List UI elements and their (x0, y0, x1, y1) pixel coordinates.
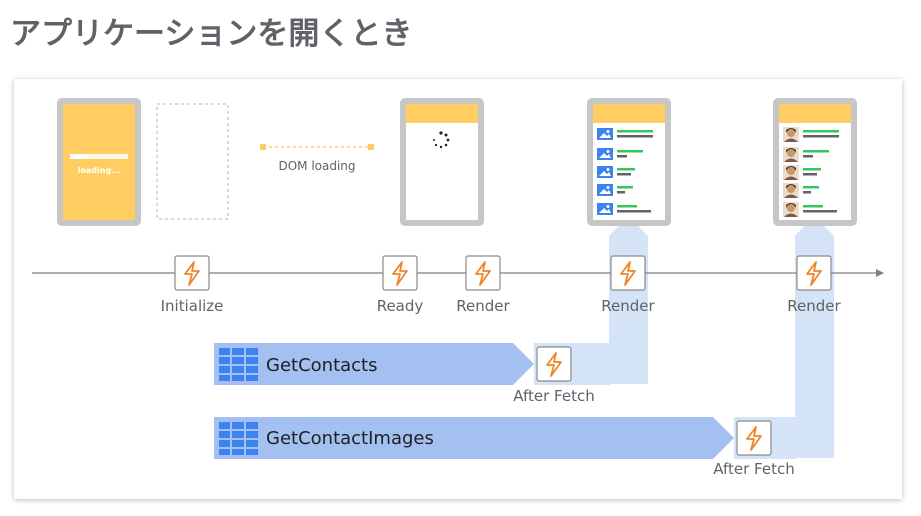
phone-ready (400, 98, 484, 226)
event-marker-initialize (174, 255, 210, 291)
lightning-bolt-icon (746, 426, 762, 451)
phone-contacts-list (587, 98, 671, 226)
loading-spinner-icon (433, 131, 450, 149)
render-column-images (795, 216, 834, 458)
image-icon (597, 184, 613, 196)
list-item (597, 148, 643, 160)
phone-splash: loading... (57, 98, 141, 226)
timeline-axis (32, 269, 884, 277)
avatar-icon (783, 165, 799, 180)
event-label-render-3: Render (787, 297, 841, 315)
list-item (783, 165, 821, 180)
image-icon (597, 128, 613, 140)
fetch-bar-get-contacts (214, 343, 534, 385)
event-marker-after-fetch-contacts (536, 346, 572, 382)
list-item (783, 183, 819, 198)
fetch-label-get-contacts: GetContacts (266, 355, 378, 376)
event-marker-render-3 (796, 255, 832, 291)
event-marker-render-1 (465, 255, 501, 291)
image-icon (597, 203, 613, 215)
list-item (783, 147, 829, 162)
list-item (783, 202, 837, 217)
contact-list (597, 128, 653, 215)
table-grid-icon (219, 422, 258, 455)
after-fetch-label-contacts: After Fetch (513, 387, 594, 405)
event-label-render-2: Render (601, 297, 655, 315)
after-fetch-label-images: After Fetch (713, 460, 794, 478)
lightning-bolt-icon (184, 261, 200, 286)
lightning-bolt-icon (546, 352, 562, 377)
loading-text: loading... (78, 166, 121, 175)
image-icon (597, 148, 613, 160)
avatar-icon (783, 127, 799, 142)
dom-loading-label: DOM loading (278, 159, 355, 173)
list-item (597, 166, 635, 178)
lightning-bolt-icon (475, 261, 491, 286)
loading-progress-bar (70, 154, 128, 159)
list-item (597, 203, 651, 215)
list-item (783, 127, 839, 142)
list-item (597, 128, 653, 140)
event-marker-after-fetch-images (736, 420, 772, 456)
list-item (597, 184, 633, 196)
event-marker-ready (382, 255, 418, 291)
event-label-render-1: Render (456, 297, 510, 315)
event-marker-render-2 (610, 255, 646, 291)
lightning-bolt-icon (392, 261, 408, 286)
fetch-bar-get-contact-images (214, 417, 734, 459)
event-label-initialize: Initialize (161, 297, 224, 315)
avatar-icon (783, 202, 799, 217)
event-markers (174, 255, 832, 456)
dom-placeholder (156, 103, 229, 220)
page-title: アプリケーションを開くとき (10, 16, 413, 52)
phone-contacts-photos (773, 98, 857, 226)
avatar-icon (783, 147, 799, 162)
lightning-bolt-icon (620, 261, 636, 286)
table-grid-icon (219, 348, 258, 381)
fetch-label-get-contact-images: GetContactImages (266, 428, 434, 449)
dom-loading-indicator: DOM loading (260, 144, 374, 173)
contact-photo-list (783, 127, 839, 217)
lightning-bolt-icon (806, 261, 822, 286)
image-icon (597, 166, 613, 178)
avatar-icon (783, 183, 799, 198)
event-label-ready: Ready (377, 297, 424, 315)
